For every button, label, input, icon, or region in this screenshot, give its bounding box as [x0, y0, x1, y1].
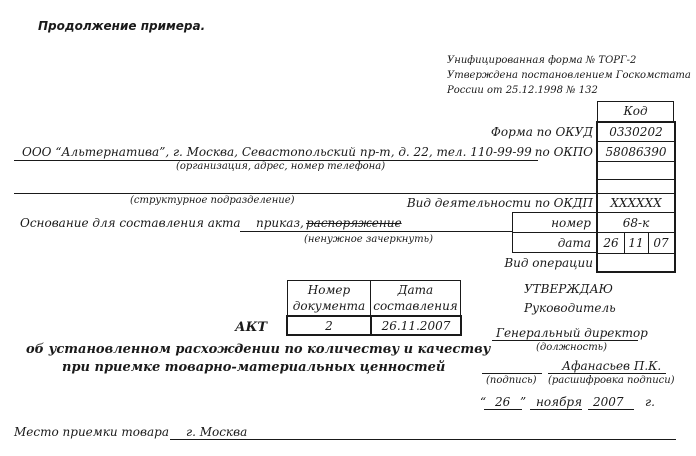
name-caption: (расшифровка подписи) — [548, 375, 675, 386]
okpo-code: 58086390 — [605, 145, 667, 159]
okpo-label: по ОКПО — [534, 145, 593, 159]
number-label: номер — [551, 216, 591, 230]
basis-value-kept: приказ, — [256, 216, 304, 230]
act-date-month: 11 — [628, 236, 644, 250]
form-header-line3: России от 25.12.1998 № 132 — [447, 85, 598, 96]
approval-date-year: 2007 — [593, 395, 624, 409]
organization-value: ООО “Альтернатива”, г. Москва, Севастопо… — [22, 145, 532, 159]
basis-label: Основание для составления акта — [20, 216, 241, 230]
approval-date-day: 26 — [495, 395, 511, 409]
signature-caption: (подпись) — [486, 375, 537, 386]
signer-name: Афанасьев П.К. — [562, 359, 662, 373]
code-header-cell — [597, 101, 674, 122]
approval-date-month: ноября — [536, 395, 583, 409]
approval-date-suffix: г. — [645, 395, 655, 409]
director-position: Генеральный директор — [496, 326, 648, 340]
doc-date-value: 26.11.2007 — [381, 319, 451, 333]
organization-caption: (организация, адрес, номер телефона) — [176, 161, 386, 172]
okud-code: 0330202 — [609, 125, 663, 139]
doc-number-header-line1: Номер — [307, 283, 351, 297]
form-header-line2: Утверждена постановлением Госкомстата — [447, 70, 691, 81]
doc-date-header-line2: составления — [373, 299, 458, 313]
form-header-line1: Унифицированная форма № ТОРГ-2 — [447, 55, 637, 66]
doc-number-header-line2: документа — [292, 299, 366, 313]
code-frame — [596, 121, 676, 273]
page-heading: Продолжение примера. — [38, 19, 206, 33]
act-subtitle-line2: при приемке товарно-материальных ценност… — [62, 360, 446, 375]
okdp-label: Вид деятельности по ОКДП — [406, 196, 593, 210]
operation-label: Вид операции — [504, 256, 593, 270]
date-label: дата — [557, 236, 591, 250]
okud-label: Форма по ОКУД — [490, 125, 593, 139]
place-value: г. Москва — [186, 425, 248, 439]
act-subtitle-line1: об установленном расхождении по количест… — [26, 342, 491, 357]
subdivision-caption: (структурное подразделение) — [130, 195, 295, 206]
act-date-year: 07 — [653, 236, 669, 250]
doc-number-value: 2 — [325, 319, 333, 333]
okdp-code: ХХХХХХ — [610, 196, 662, 210]
approval-date-open-quote: “ — [480, 395, 487, 409]
act-number-code: 68-к — [622, 216, 650, 230]
act-date-day: 26 — [603, 236, 619, 250]
code-header: Код — [623, 104, 648, 118]
basis-value-struck: распоряжение — [306, 216, 402, 230]
approval-date-close-quote: ” — [520, 395, 527, 409]
doc-date-header-line1: Дата — [397, 283, 434, 297]
act-title: АКТ — [235, 320, 268, 335]
position-caption: (должность) — [536, 342, 608, 353]
head-label: Руководитель — [524, 301, 616, 315]
approve-label: УТВЕРЖДАЮ — [524, 282, 613, 296]
place-label: Место приемки товара — [14, 425, 170, 439]
basis-caption: (ненужное зачеркнуть) — [304, 234, 434, 245]
